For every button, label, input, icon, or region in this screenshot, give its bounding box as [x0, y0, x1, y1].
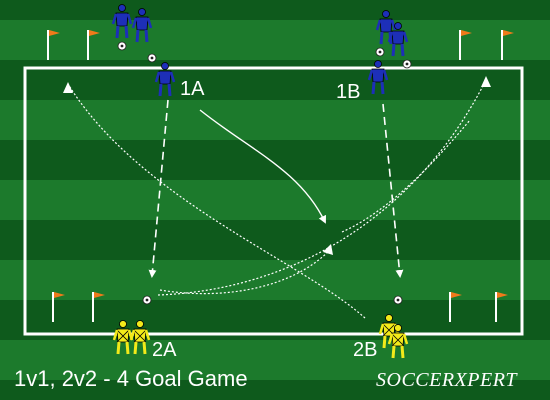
pass-1A-to-2A	[148, 99, 169, 278]
pass-1B-to-2B	[382, 103, 404, 278]
label-1A: 1A	[180, 78, 205, 100]
diagram-caption: 1v1, 2v2 - 4 Goal Game	[14, 366, 248, 391]
brand-text: SOCCERXPERT	[376, 369, 518, 391]
dribble-lines	[67, 79, 487, 319]
label-2A: 2A	[152, 339, 177, 361]
label-2B: 2B	[353, 339, 377, 361]
dribble-1B-left	[341, 119, 471, 233]
run-1A-curve	[199, 109, 327, 224]
dribble-2A-to-center	[159, 249, 331, 295]
pass-lines	[148, 99, 404, 278]
dribble-arrowheads	[63, 76, 491, 255]
field-boundary	[23, 66, 524, 336]
soccerxpert-logo: SOCCERXPERT	[376, 369, 518, 391]
label-1B: 1B	[336, 81, 360, 103]
dribble-2A-to-top-right	[157, 79, 487, 296]
